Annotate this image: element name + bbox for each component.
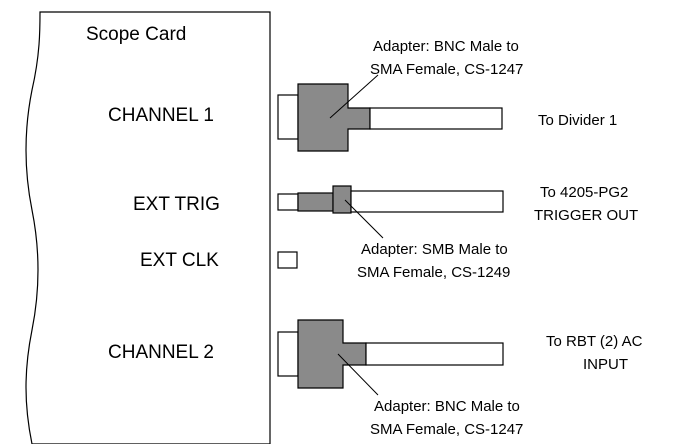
destination-pg2-line-2: TRIGGER OUT	[534, 207, 638, 224]
channel-2-port-stub	[277, 331, 299, 377]
channel-1-adapter	[297, 83, 371, 152]
scope-card-outline	[25, 11, 271, 444]
label-ext-trig: EXT TRIG	[133, 194, 220, 215]
leader-line-top	[329, 74, 379, 119]
adapter-middle-line-2: SMA Female, CS-1249	[357, 264, 510, 281]
destination-divider: To Divider 1	[538, 112, 617, 129]
ext-trig-cable	[350, 190, 504, 213]
channel-1-port-stub	[277, 94, 299, 140]
ext-trig-port-stub	[277, 193, 299, 211]
adapter-middle-line-1: Adapter: SMB Male to	[361, 241, 508, 258]
label-ext-clk: EXT CLK	[140, 250, 219, 271]
destination-rbt-line-2: INPUT	[583, 356, 628, 373]
label-channel-1: CHANNEL 1	[108, 105, 214, 126]
ext-trig-adapter-collar	[332, 185, 352, 214]
channel-1-cable	[369, 107, 503, 130]
channel-1-connector	[277, 83, 503, 152]
leader-line-middle	[344, 199, 384, 239]
ext-clk-port	[277, 251, 298, 269]
destination-pg2-line-1: To 4205-PG2	[540, 184, 628, 201]
ext-trig-adapter-body	[297, 192, 334, 212]
leader-line-bottom	[337, 353, 379, 396]
adapter-bottom-line-1: Adapter: BNC Male to	[374, 398, 520, 415]
adapter-top-line-1: Adapter: BNC Male to	[373, 38, 519, 55]
card-title: Scope Card	[86, 24, 186, 45]
ext-trig-connector	[277, 185, 504, 214]
channel-2-adapter	[297, 319, 367, 389]
adapter-top-line-2: SMA Female, CS-1247	[370, 61, 523, 78]
channel-2-connector	[277, 319, 504, 389]
destination-rbt-line-1: To RBT (2) AC	[546, 333, 643, 350]
adapter-bottom-line-2: SMA Female, CS-1247	[370, 421, 523, 438]
channel-2-cable	[365, 342, 504, 366]
label-channel-2: CHANNEL 2	[108, 342, 214, 363]
